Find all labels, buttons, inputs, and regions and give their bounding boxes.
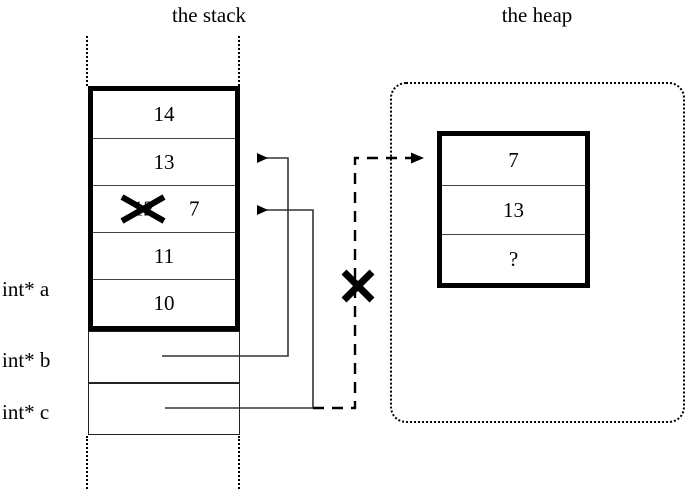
heap-block: 7 13 ? <box>437 131 590 288</box>
stack-pointer-row-c <box>88 383 240 435</box>
stack-frame: 14 13 12 7 11 10 <box>88 86 240 331</box>
x-mark-pointer-icon <box>341 269 375 303</box>
heap-cell-2: ? <box>442 234 585 283</box>
stack-cell-4: 10 <box>93 279 235 326</box>
stack-title: the stack <box>171 3 247 27</box>
stack-rail-bottom-right <box>238 436 240 489</box>
stack-cell-1: 13 <box>93 138 235 185</box>
stack-rail-top-left <box>86 36 88 86</box>
variable-label-a: int* a <box>2 277 50 301</box>
stack-cell-2-new-value: 7 <box>189 196 200 221</box>
stack-rail-top-right <box>238 36 240 86</box>
stack-cell-3: 11 <box>93 232 235 279</box>
variable-label-b: int* b <box>2 348 51 372</box>
stack-cell-2-overwritten: 12 7 <box>93 185 235 232</box>
heap-title: the heap <box>501 3 573 27</box>
stack-cell-0: 14 <box>153 102 175 126</box>
stack-rail-bottom-left <box>86 436 88 489</box>
heap-cell-0: 7 <box>508 148 519 172</box>
stack-pointer-row-b <box>88 331 240 383</box>
heap-cell-1: 13 <box>442 185 585 234</box>
variable-label-c: int* c <box>2 400 50 424</box>
stack-cell-2-old-value: 12 <box>133 196 154 221</box>
